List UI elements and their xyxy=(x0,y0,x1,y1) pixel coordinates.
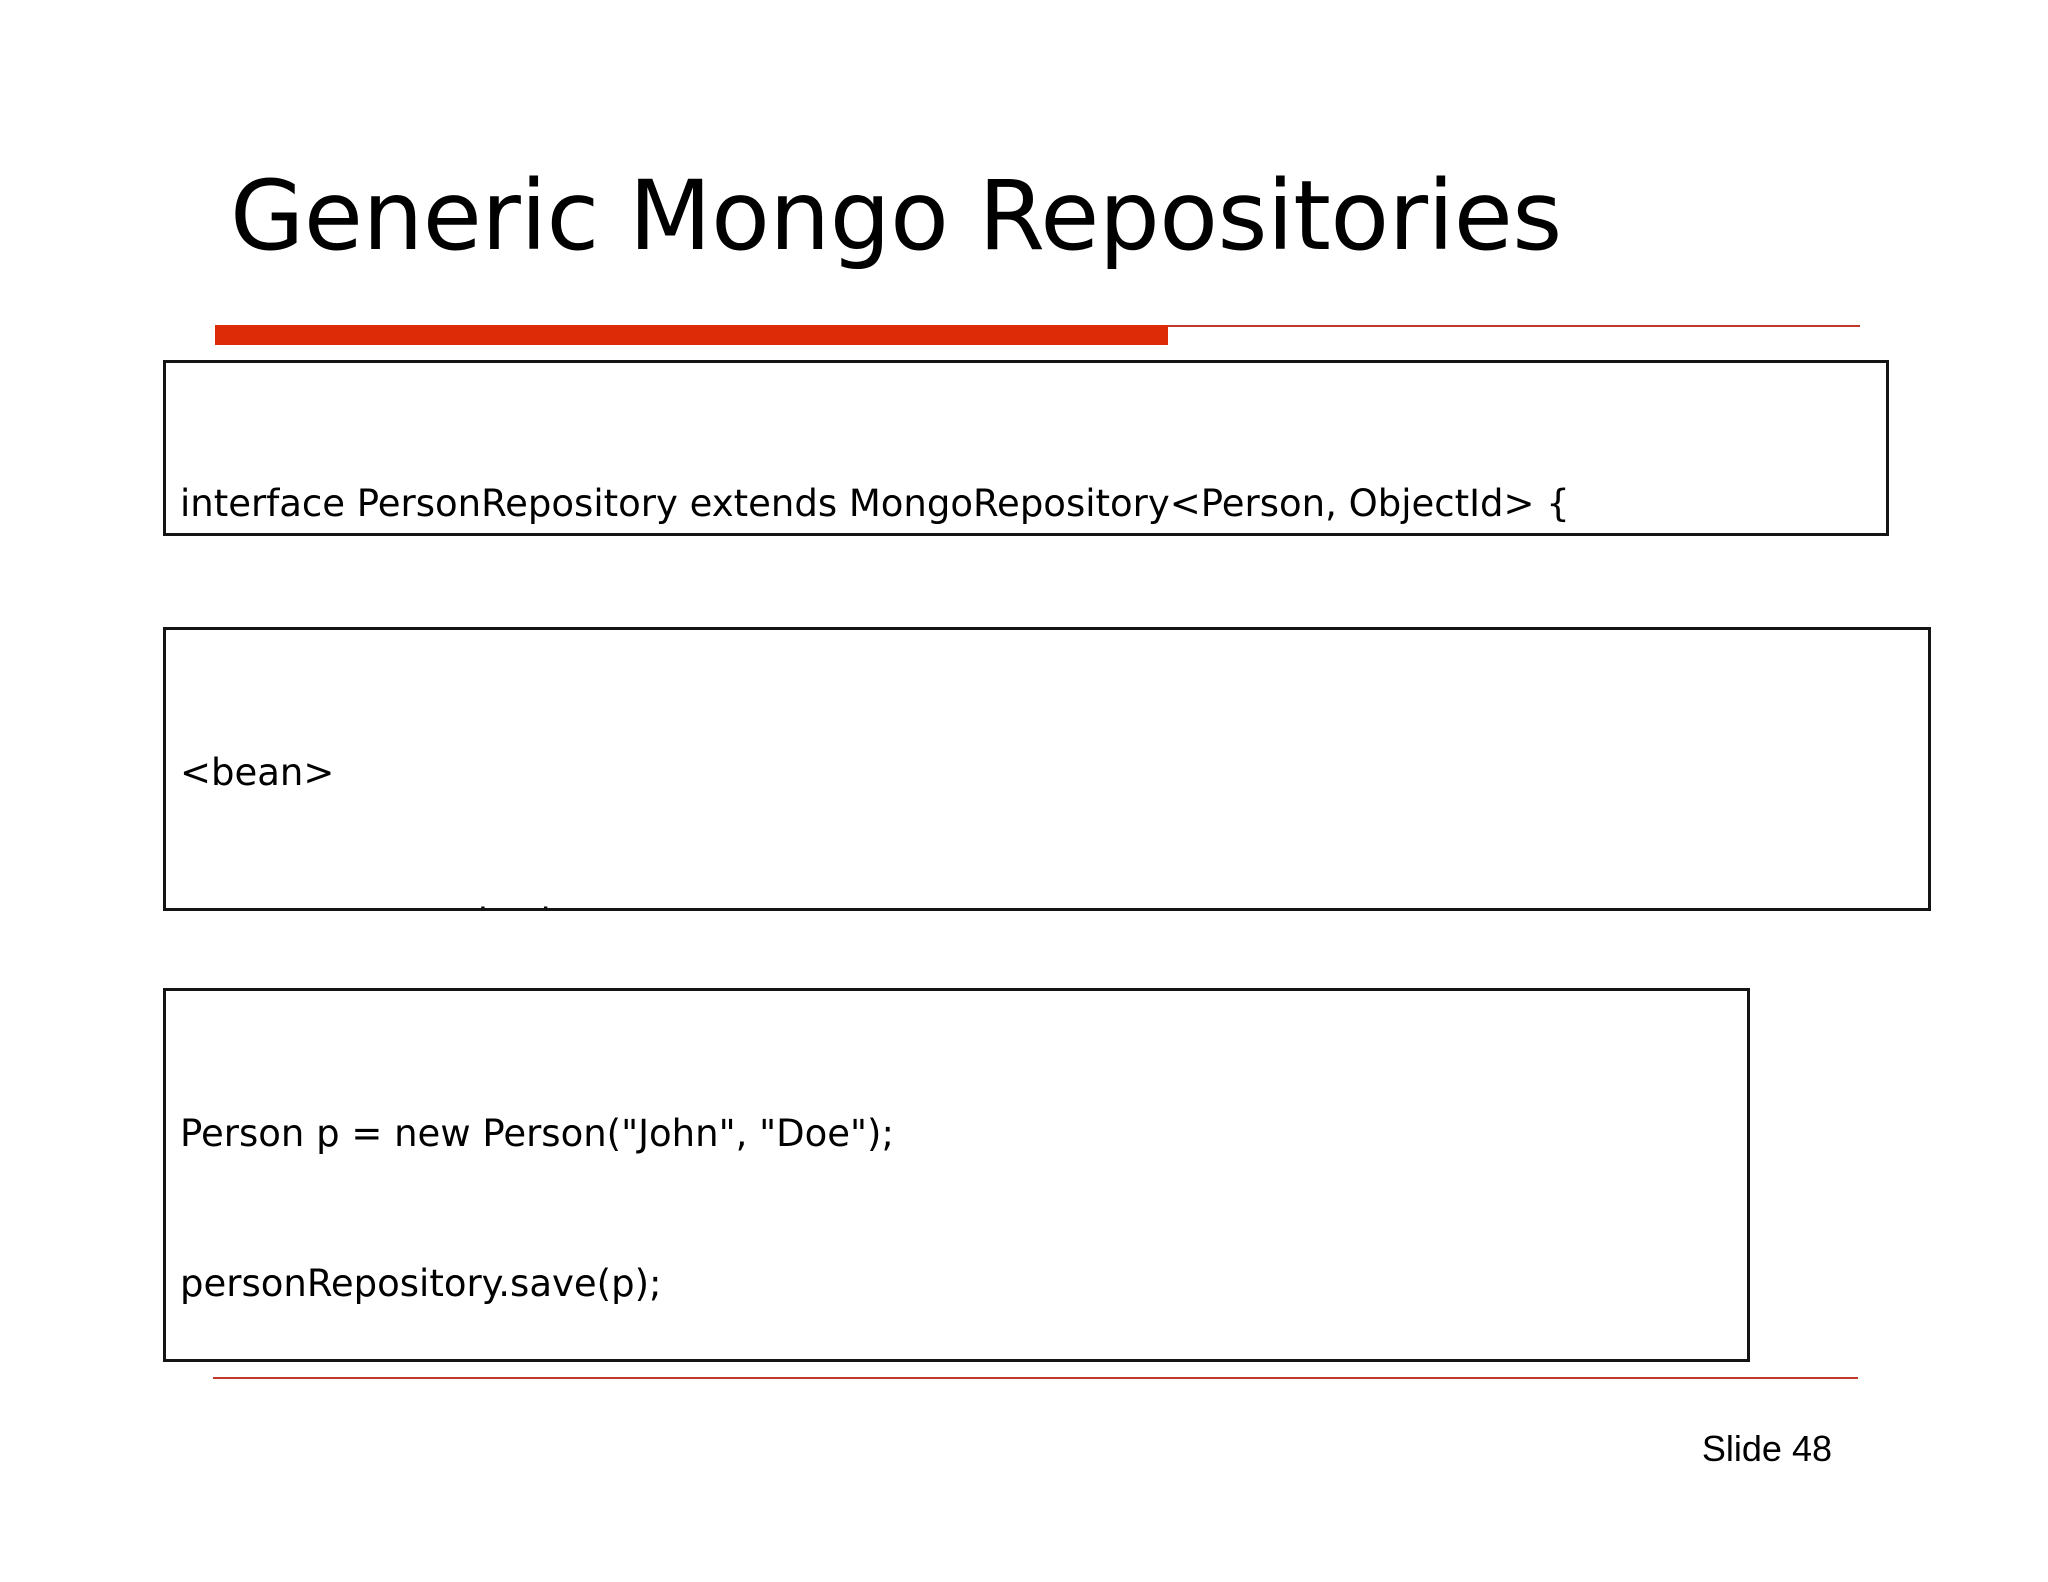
code-line: <mongo:repositories xyxy=(180,898,1928,908)
code-line: interface PersonRepository extends Mongo… xyxy=(180,482,1570,525)
page-title: Generic Mongo Repositories xyxy=(230,160,1562,272)
footer-divider xyxy=(213,1377,1858,1379)
code-block-spring-xml-configuration: <bean> <mongo:repositories base-package=… xyxy=(163,627,1931,911)
title-divider-accent-bar xyxy=(215,325,1168,345)
code-block-interface-declaration: interface PersonRepository extends Mongo… xyxy=(163,360,1889,536)
code-line: Person p = new Person("John", "Doe"); xyxy=(180,1112,894,1155)
code-line: personRepository.save(p); xyxy=(180,1262,662,1305)
code-line: <bean> xyxy=(180,751,335,794)
title-divider xyxy=(215,323,1860,345)
code-block-usage-example: Person p = new Person("John", "Doe"); pe… xyxy=(163,988,1750,1362)
slide-number-label: Slide 48 xyxy=(1701,1428,1832,1469)
